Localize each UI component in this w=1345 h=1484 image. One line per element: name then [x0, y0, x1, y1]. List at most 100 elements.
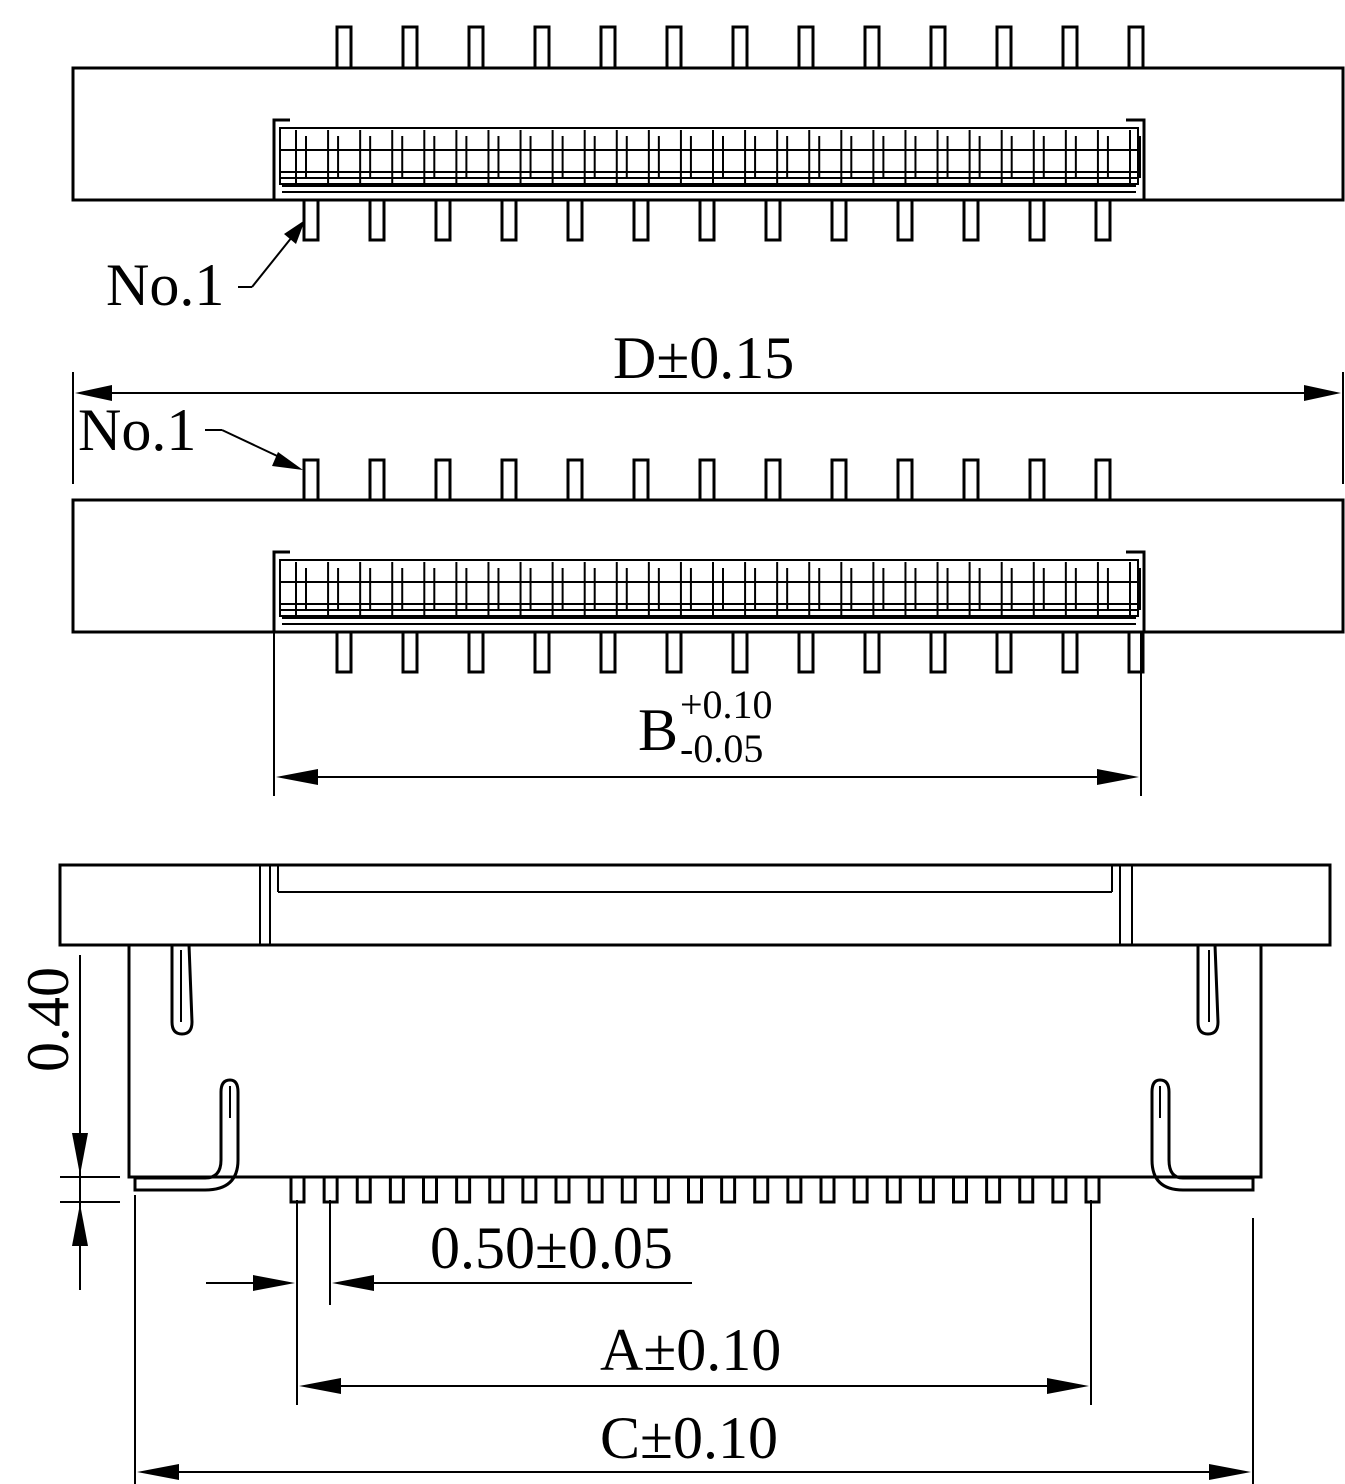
pin — [929, 25, 947, 70]
pin — [335, 630, 353, 674]
dimension-b-plus-tolerance: +0.10 — [680, 682, 773, 727]
pin — [1127, 25, 1145, 70]
pin1-label-middle: No.1 — [78, 397, 196, 463]
side-view-right-latch — [1196, 944, 1220, 1036]
pin — [797, 25, 815, 70]
pin — [896, 198, 914, 242]
contact-foot — [1084, 1175, 1101, 1204]
contact-foot — [985, 1175, 1002, 1204]
contact-foot — [322, 1175, 339, 1204]
dimension-b-label: B — [638, 697, 678, 763]
contact-outline — [279, 127, 1139, 185]
pin — [500, 458, 518, 502]
pin1-leader-middle — [205, 429, 303, 470]
pin — [566, 458, 584, 502]
contact-foot — [753, 1175, 770, 1204]
pin — [731, 25, 749, 70]
pin — [731, 630, 749, 674]
pin — [1028, 198, 1046, 242]
pin — [599, 630, 617, 674]
pin — [302, 458, 320, 502]
middle-view-housing — [71, 498, 1345, 634]
pin — [368, 198, 386, 242]
pin — [467, 25, 485, 70]
pin — [863, 25, 881, 70]
pin — [368, 458, 386, 502]
dimension-pitch — [206, 1200, 692, 1405]
dimension-c — [134, 1195, 1254, 1484]
contact-foot — [1051, 1175, 1068, 1204]
contact-outline — [279, 559, 1139, 617]
contact-frame — [272, 550, 1146, 632]
pin — [1094, 198, 1112, 242]
contact-foot — [1018, 1175, 1035, 1204]
dimension-pitch-label: 0.50±0.05 — [430, 1215, 673, 1281]
contact-foot — [952, 1175, 968, 1204]
top-view-contact-area — [272, 118, 1146, 200]
dimension-height-label: 0.40 — [15, 967, 81, 1072]
side-view-contacts — [289, 1175, 1101, 1204]
pin — [1028, 458, 1046, 502]
pin — [632, 458, 650, 502]
side-view-left-solder-tab — [133, 1078, 240, 1192]
pin — [929, 630, 947, 674]
contact-foot — [653, 1175, 670, 1204]
pin — [302, 198, 320, 242]
pin — [698, 458, 716, 502]
middle-view-contact-area — [272, 550, 1146, 632]
pin — [599, 25, 617, 70]
pin — [434, 198, 452, 242]
contact-foot — [455, 1175, 472, 1204]
pin — [1094, 458, 1112, 502]
pin — [1061, 630, 1079, 674]
top-view-upper-pins — [335, 25, 1145, 70]
contact-foot — [422, 1175, 438, 1204]
dimension-height — [60, 955, 120, 1290]
dimension-b — [273, 632, 1142, 796]
pin — [533, 25, 551, 70]
pin — [335, 25, 353, 70]
pin — [764, 458, 782, 502]
pin — [665, 630, 683, 674]
dimension-d — [72, 372, 1344, 484]
dimension-a-label: A±0.10 — [600, 1317, 781, 1383]
top-view-lower-pins — [302, 198, 1112, 242]
pin — [434, 458, 452, 502]
side-view — [58, 863, 1332, 1204]
contact-foot — [488, 1175, 505, 1204]
contact-foot — [819, 1175, 836, 1204]
pin — [995, 630, 1013, 674]
contact-foot — [720, 1175, 737, 1204]
pin — [665, 25, 683, 70]
pin — [995, 25, 1013, 70]
dimension-a — [299, 1200, 1092, 1405]
middle-view-upper-pins — [302, 458, 1112, 502]
contact-foot — [289, 1175, 306, 1204]
contact-frame — [272, 118, 1146, 200]
pin — [632, 198, 650, 242]
dimension-c-label: C±0.10 — [600, 1405, 778, 1471]
pin — [566, 198, 584, 242]
pin1-leader-top — [238, 220, 305, 288]
pin — [401, 630, 419, 674]
pin — [797, 630, 815, 674]
top-view: No.1 — [71, 25, 1345, 318]
middle-view-lower-pins — [335, 630, 1145, 674]
pin — [830, 458, 848, 502]
middle-view: No.1 — [71, 397, 1345, 674]
contact-foot — [554, 1175, 571, 1204]
pin — [1127, 630, 1145, 674]
dimension-d-label: D±0.15 — [613, 325, 794, 391]
pin — [401, 25, 419, 70]
pin — [830, 198, 848, 242]
contact-foot — [620, 1175, 637, 1204]
dimension-b-minus-tolerance: -0.05 — [680, 726, 763, 771]
pin — [467, 630, 485, 674]
side-view-body — [127, 945, 1263, 1179]
pin — [764, 198, 782, 242]
contact-foot — [786, 1175, 803, 1204]
contact-foot — [852, 1175, 869, 1204]
contact-foot — [587, 1175, 604, 1204]
pin — [533, 630, 551, 674]
